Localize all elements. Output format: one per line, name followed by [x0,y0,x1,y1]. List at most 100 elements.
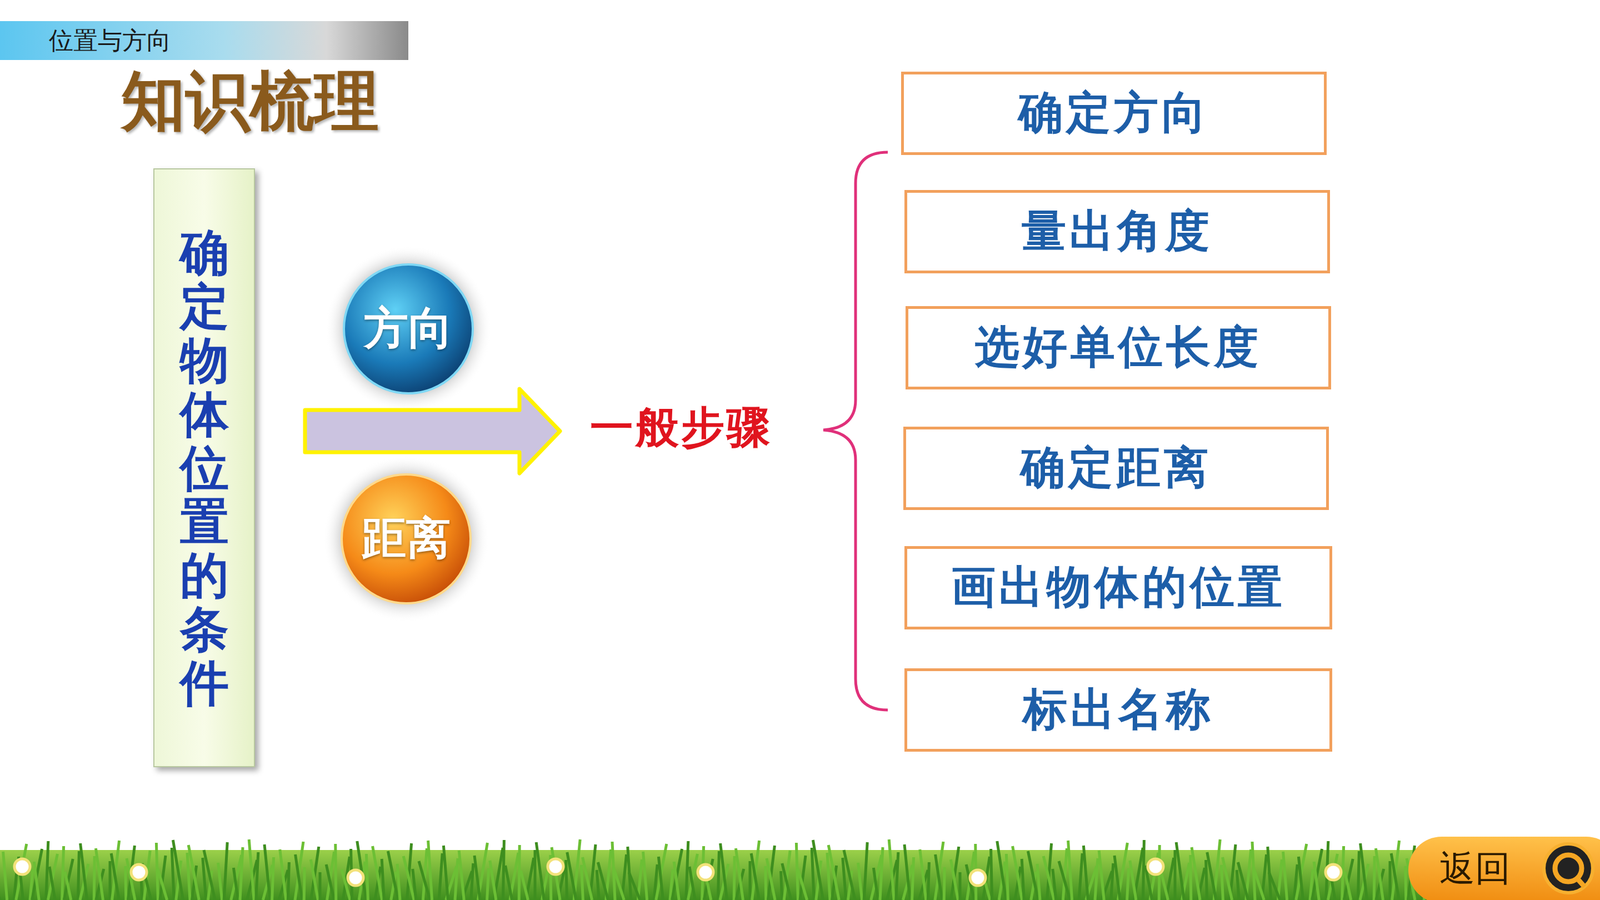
grass-blade [613,867,624,900]
grass-blade [533,850,537,900]
grass-blade [471,863,474,900]
grass-blade [1298,856,1303,900]
grass-blade [927,862,929,900]
grass-blade [920,849,927,900]
node-text: 返回 [1439,844,1511,893]
grass-blade [1296,843,1307,900]
grass-blade [997,841,1007,900]
grass-blade [412,868,417,900]
grass-blade [827,852,830,900]
grass-blade [310,859,318,900]
grass-blade [582,857,593,900]
grass-blade [943,867,945,900]
grass-blade [188,845,199,900]
return-button: 返回 [1408,836,1542,900]
flower [547,858,564,875]
step-text: 选好单位长度 [975,317,1262,378]
grass-blade [111,853,119,900]
grass-blade [811,847,814,900]
grass-blade [1237,862,1248,900]
grass-blade [438,853,443,900]
step-box: 选好单位长度 [905,306,1332,390]
grass-blade [1052,868,1057,900]
grass-blade [1253,867,1264,900]
grass-blade [1312,848,1323,900]
grass-blade [1405,866,1407,900]
condition-box: 确定物体位置的条件 [153,168,255,768]
grass-blade [264,844,270,900]
grass-blade [172,840,183,900]
grass-blade [458,850,464,900]
grass-blade [1388,861,1392,900]
grass-blade [108,861,112,900]
grass-blade [203,850,215,900]
grass-blade [596,870,599,900]
grass-blade [1190,855,1192,900]
grass-blade [1078,853,1083,900]
grass-blade [63,858,73,900]
grass-blade [1313,861,1319,900]
grass-blade [311,846,319,900]
grass-blade [1083,845,1088,900]
grass-blade [951,846,959,900]
grass-blade [256,852,259,900]
grass-blade [842,857,847,900]
flower [970,870,986,886]
grass-blade [1012,846,1023,900]
grass-blade [858,862,863,900]
grass-blade [387,851,398,900]
grass-blade [1268,872,1280,900]
grass-blade [1207,852,1217,900]
flower [347,870,364,886]
flower [131,864,147,880]
grass-blade [1345,871,1352,900]
grass-blade [658,856,663,900]
grass-blade [187,852,190,900]
grass-blade [318,872,322,900]
grass-blade [904,844,910,900]
grass-blade [518,845,520,900]
grass-blade [880,847,883,900]
grass-blade [567,852,577,900]
step-text: 确定方向 [1018,83,1210,144]
grass-blade [233,867,238,900]
grass-blade [1191,847,1200,900]
grass-blade [950,859,958,900]
grass-blade [1095,858,1098,900]
grass-blade [1206,860,1208,900]
grass-blade [628,872,640,900]
grass-blade [248,839,254,900]
step-text: 画出物体的位置 [951,557,1286,618]
grass-blade [935,841,944,900]
grass-blade [32,848,43,900]
grass-blade [77,851,79,900]
grass-blade [672,848,683,900]
grass-blade [1114,855,1120,900]
grass-blade [1222,857,1233,900]
grass-blade [125,866,127,900]
step-text: 确定距离 [1020,438,1212,499]
grass-blade [280,849,287,900]
grass-blade [1130,860,1137,900]
grass-blade [720,843,728,900]
grass-blade [65,871,72,900]
flower [697,864,714,880]
node-text: 确定物体位置的条件 [180,225,229,710]
grass-blade [397,863,400,900]
grass-blade [673,861,679,900]
step-text: 标出名称 [1022,680,1214,740]
grass-blade [873,867,878,900]
grass-blade [455,858,458,900]
grass-blade [1068,840,1073,900]
grass-blade [1391,853,1399,900]
grass-blade [1127,868,1129,900]
grass-blade [765,866,767,900]
grass-blade [1160,870,1168,900]
grass-blade [49,866,55,900]
grass-blade [157,868,168,900]
grass-blade [287,862,289,900]
node-text: 位置与方向 [48,24,172,58]
grass-blade [581,865,583,900]
grass-blade [505,865,513,900]
step-box: 确定方向 [901,71,1327,155]
